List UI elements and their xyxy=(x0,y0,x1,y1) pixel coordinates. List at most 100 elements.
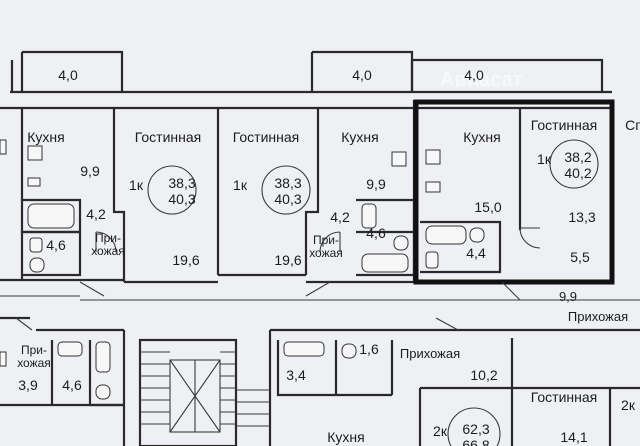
stairwell xyxy=(138,338,270,446)
room-label-living-3: Гостинная xyxy=(531,117,598,133)
walls-lower xyxy=(0,316,640,446)
room-label-hall-2: При-хожая xyxy=(309,233,343,260)
room-label-line: Прихожая xyxy=(400,346,460,361)
room-label-hall-left-area: 3,9 xyxy=(18,377,38,393)
apartment-room-count: 1к xyxy=(129,177,144,193)
apartment-living-area: 38,2 xyxy=(564,149,591,165)
room-label-line: Сп xyxy=(625,117,640,133)
room-label-living-2-area: 19,6 xyxy=(274,252,301,268)
room-label-bath-1: 4,6 xyxy=(46,237,66,253)
room-label-line: Кухня xyxy=(341,129,378,145)
room-label-line: 4,6 xyxy=(46,237,66,253)
room-label-line: Гостинная xyxy=(531,389,598,405)
room-label-line: 9,9 xyxy=(366,176,386,192)
highlighted-apartment-outline xyxy=(413,99,615,285)
room-label-bath-2: 4,6 xyxy=(366,225,386,241)
room-label-balcony-2: 4,0 xyxy=(352,67,372,83)
room-label-line: 3,4 xyxy=(286,367,306,383)
room-label-hall-1-area: 4,2 xyxy=(86,206,106,222)
apartment-total-area: 40,3 xyxy=(274,191,301,207)
room-label-living-1-area: 19,6 xyxy=(172,252,199,268)
room-label-hall-1: При-хожая xyxy=(91,231,125,258)
apt-3-circle xyxy=(549,139,599,189)
room-label-kitchen-1-area: 9,9 xyxy=(80,163,100,179)
apartment-living-area: 38,3 xyxy=(274,175,301,191)
room-label-bath-mid: 3,4 xyxy=(286,367,306,383)
room-label-line: При- xyxy=(313,233,339,247)
apartment-room-count: 2к xyxy=(433,423,448,439)
door-swings xyxy=(15,227,541,331)
apartment-room-count: 2к xyxy=(621,397,636,413)
room-label-corridor: Прихожая xyxy=(568,309,628,324)
room-label-wc-mid: 1,6 xyxy=(359,341,379,357)
room-label-hall-left: При-хожая xyxy=(17,343,51,370)
room-label-line: 5,5 xyxy=(570,249,590,265)
room-label-line: Гостинная xyxy=(531,117,598,133)
room-label-line: 14,1 xyxy=(560,429,587,445)
apartment-apt-5: 2к xyxy=(621,397,636,413)
room-label-kitchen-3-area: 15,0 xyxy=(474,199,501,215)
apartment-room-count: 1к xyxy=(537,151,552,167)
room-label-kitchen-low: Кухня xyxy=(327,429,364,445)
room-label-line: 4,2 xyxy=(330,209,350,225)
apartment-total-area: 40,2 xyxy=(564,165,591,181)
apartment-room-count: 1к xyxy=(233,177,248,193)
room-label-kitchen-2-area: 9,9 xyxy=(366,176,386,192)
room-label-living-1: Гостинная xyxy=(135,129,202,145)
room-label-line: 3,9 xyxy=(18,377,38,393)
room-label-kitchen-2: Кухня xyxy=(341,129,378,145)
room-label-balcony-1: 4,0 xyxy=(58,67,78,83)
room-label-line: 19,6 xyxy=(274,252,301,268)
room-label-line: хожая xyxy=(17,356,51,370)
room-label-hall-3-area: 5,5 xyxy=(570,249,590,265)
room-label-line: 4,0 xyxy=(464,67,484,83)
room-label-hall-mid-area: 10,2 xyxy=(470,367,497,383)
room-label-hall-2-area: 4,2 xyxy=(330,209,350,225)
room-label-line: 15,0 xyxy=(474,199,501,215)
apt-1-circle xyxy=(147,165,197,215)
watermark: Авиасат xyxy=(440,69,523,91)
room-label-line: 10,2 xyxy=(470,367,497,383)
room-label-bath-3: 4,4 xyxy=(466,245,486,261)
room-label-line: Гостинная xyxy=(233,129,300,145)
room-label-line: 4,6 xyxy=(366,225,386,241)
room-label-line: хожая xyxy=(91,244,125,258)
room-label-line: 4,4 xyxy=(466,245,486,261)
apartment-living-area: 38,3 xyxy=(168,175,195,191)
room-label-line: Кухня xyxy=(327,429,364,445)
room-label-line: 19,6 xyxy=(172,252,199,268)
room-label-line: Кухня xyxy=(27,129,64,145)
apt-2-circle xyxy=(261,165,311,215)
room-label-kitchen-1: Кухня xyxy=(27,129,64,145)
apartment-apt-2: 1к 38,340,3 xyxy=(233,175,302,207)
apartment-circles xyxy=(147,139,599,446)
apartment-apt-3: 1к 38,240,2 xyxy=(537,149,592,181)
room-label-line: Кухня xyxy=(463,129,500,145)
room-label-hall-mid: Прихожая xyxy=(400,346,460,361)
room-label-line: 1,6 xyxy=(359,341,379,357)
room-label-living-low-area: 14,1 xyxy=(560,429,587,445)
room-label-line: 9,9 xyxy=(559,289,577,304)
room-label-line: хожая xyxy=(309,246,343,260)
room-label-living-3-area: 13,3 xyxy=(568,209,595,225)
apartment-total-area: 66,8 xyxy=(462,437,489,446)
apartment-living-area: 62,3 xyxy=(462,421,489,437)
room-label-living-low: Гостинная xyxy=(531,389,598,405)
room-label-line: Прихожая xyxy=(568,309,628,324)
room-label-line: 4,0 xyxy=(352,67,372,83)
apartment-total-area: 40,3 xyxy=(168,191,195,207)
room-label-living-2: Гостинная xyxy=(233,129,300,145)
apt-4-circle xyxy=(447,407,501,446)
room-label-line: 9,9 xyxy=(80,163,100,179)
room-label-corridor-area: 9,9 xyxy=(559,289,577,304)
apartment-apt-1: 1к 38,340,3 xyxy=(129,175,196,207)
room-label-balcony-3: 4,0 xyxy=(464,67,484,83)
room-label-line: Гостинная xyxy=(135,129,202,145)
apartment-apt-4: 2к 62,366,8 xyxy=(433,421,490,446)
fixtures xyxy=(0,139,485,400)
room-label-line: 13,3 xyxy=(568,209,595,225)
